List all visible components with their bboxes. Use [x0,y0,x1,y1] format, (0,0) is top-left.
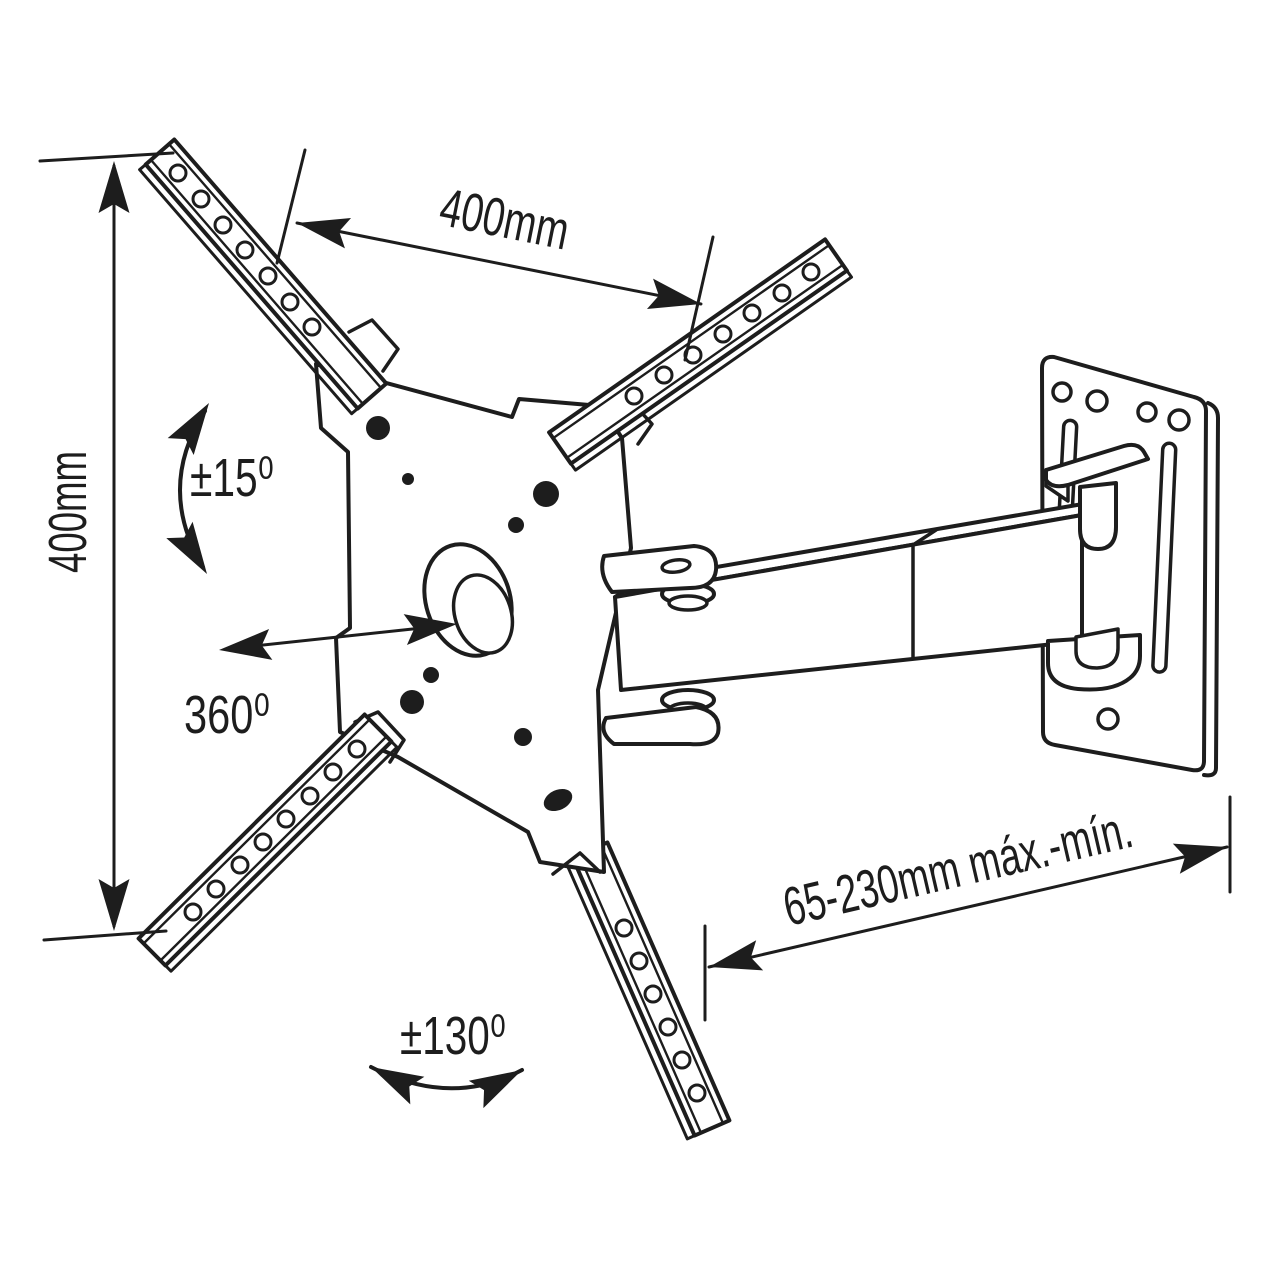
vesa-height-label: 400mm [38,451,98,573]
center-hole-inner [451,573,515,655]
plate-hole [423,667,439,683]
rail-hole [713,324,733,344]
rail-hole [742,303,762,323]
clamp-bottom-cylinder [1074,627,1120,670]
rail-hole [624,386,644,406]
plate-screw-holes [366,416,573,812]
rail-hole [276,809,296,829]
arrowhead-left-icon [217,629,273,666]
mount-hole [1051,381,1073,403]
rotation-line [224,623,452,651]
rotation-label: 360⁰ [184,685,270,745]
vesa-rail-bottom-right [563,840,732,1141]
vesa-width-label: 400mm [435,177,574,261]
annotation-tilt: ±15⁰ [166,394,274,583]
rail-hole [206,879,226,899]
rail-thickness-edge [163,740,399,973]
extension-line-left [275,148,307,265]
rail-hole [258,266,278,286]
arrowhead-down-right-icon [166,521,221,583]
hinge-ear-bottom [601,705,721,747]
rail-hole [629,951,649,971]
plate-hole [543,788,573,812]
plate-hole [514,728,532,746]
rail-holes [183,739,367,922]
plate-hole [533,481,559,507]
dimension-vesa-width: 400mm [275,148,715,362]
mount-hole [1167,408,1191,432]
rail-hole [323,762,343,782]
rail-hole [168,163,188,183]
rail-hole [302,317,322,337]
rail-hole [300,786,320,806]
plate-hole [402,473,414,485]
rail-channel-lines [142,718,388,962]
rail-hole [654,365,674,385]
rail-hole [772,283,792,303]
rail-hole [658,1017,678,1037]
rail-channel-lines [149,142,383,406]
rail-channel-lines [551,244,845,459]
vesa-rail-top-right [547,237,853,472]
mount-hole [1085,389,1109,413]
rail-hole [347,739,367,759]
mount-hole [1136,401,1158,423]
rail-hole [614,918,634,938]
arrowhead-right-icon [1172,831,1231,874]
rail-hole [643,984,663,1004]
extension-line-top [38,151,175,163]
arrowhead-up-right-icon [167,394,222,456]
extension-range-label: 65-230mm máx.-mín. [778,799,1138,938]
swing-label: ±130⁰ [400,1006,506,1066]
plate-hole [400,690,424,714]
annotation-rotation: 360⁰ [184,608,459,745]
extension-line-bottom [42,929,168,942]
wall-plate-holes [1051,381,1191,731]
rail-hole [687,1083,707,1103]
plate-hole [508,517,524,533]
dimension-vesa-height: 400mm [38,151,175,942]
rail-hole [183,902,203,922]
hinge-ear-top [600,544,719,594]
extension-line-right [683,235,715,362]
arrowhead-left-icon [293,207,352,249]
rail-bracket-tab-bottom-right [551,851,602,876]
wall-clamp [1044,442,1150,692]
annotation-swing: ±130⁰ [363,1006,530,1109]
rail-holes [624,262,821,406]
hinge-washer-top-small [667,594,709,612]
rail-hole [213,215,233,235]
rail-hole [230,855,250,875]
rail-hole [235,240,255,260]
arm-telescope-joint [911,528,938,660]
vesa-rail-bottom-left [136,712,399,973]
rail-hole [191,189,211,209]
rail-hole [253,832,273,852]
arrowhead-left-icon [705,940,764,983]
wall-plate-thickness-edge [1202,401,1220,778]
vesa-rail-top-left [138,137,389,416]
rail-bracket-tab-top-left [347,318,400,373]
rail-holes [614,918,707,1103]
wall-plate-slot-right [1151,441,1178,674]
dimension-extension: 65-230mm máx.-mín. [703,795,1232,1022]
rail-holes [168,163,322,337]
mount-hole [1096,707,1120,731]
tilt-label: ±15⁰ [190,448,274,508]
rail-hole [672,1050,692,1070]
rail-hole [280,292,300,312]
clamp-top-plate [1044,442,1150,489]
clamp-top-cylinder [1078,481,1118,551]
dimension-line [295,221,703,306]
arm-hinge [600,544,721,747]
plate-hole [366,416,390,440]
rail-hole [801,262,821,282]
dimension-line [707,845,1229,969]
rail-channel-lines [577,844,725,1134]
hinge-bolt-top [660,557,692,575]
